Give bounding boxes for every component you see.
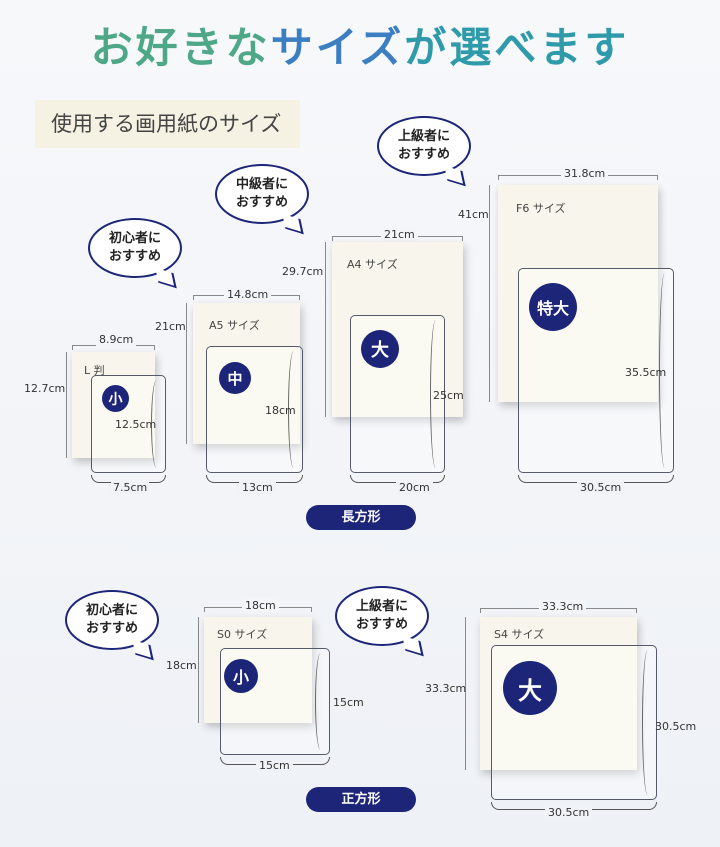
- title-part: サイズ: [270, 23, 405, 72]
- sleeve-height: 25cm: [433, 389, 464, 402]
- paper-name: L 判: [84, 364, 105, 377]
- height-line: [489, 185, 490, 402]
- bubble-text: おすすめ: [108, 249, 161, 264]
- sleeve-height: 30.5cm: [655, 720, 697, 733]
- paper-width: 31.8cm: [561, 167, 609, 180]
- paper-width: 33.3cm: [539, 600, 587, 613]
- paper-name: S0 サイズ: [217, 628, 268, 641]
- paper-height: 33.3cm: [425, 682, 467, 695]
- size-badge: 大: [361, 330, 399, 368]
- sleeve-width: 7.5cm: [111, 481, 150, 494]
- sleeve-width: 20cm: [396, 481, 433, 494]
- bubble-beginner: 初心者におすすめ: [88, 218, 182, 278]
- sleeve-width: 30.5cm: [577, 481, 625, 494]
- paper-height: 21cm: [155, 320, 186, 333]
- size-badge: 中: [219, 362, 251, 394]
- paper-height: 29.7cm: [282, 265, 324, 278]
- bubble-text: おすすめ: [355, 617, 408, 632]
- size-badge: 特大: [529, 283, 577, 331]
- paper-height: 18cm: [166, 659, 197, 672]
- paper-name: S4 サイズ: [494, 628, 545, 641]
- height-line: [186, 303, 187, 444]
- bubble-text: 中級者に: [235, 177, 288, 193]
- paper-name: A4 サイズ: [347, 258, 398, 271]
- sleeve-height: 12.5cm: [115, 418, 157, 431]
- sleeve-height: 35.5cm: [625, 366, 667, 379]
- bubble-text: おすすめ: [85, 621, 138, 636]
- bubble-text: 初心者に: [85, 603, 138, 619]
- sleeve-width: 30.5cm: [545, 806, 593, 819]
- bubble-text: 上級者に: [355, 599, 408, 615]
- title-part: が選べます: [404, 23, 630, 72]
- bubble-text: 上級者に: [397, 129, 450, 145]
- paper-width: 14.8cm: [224, 288, 272, 301]
- section-label: 使用する画用紙のサイズ: [35, 100, 300, 148]
- bubble-text: おすすめ: [397, 147, 450, 162]
- title-part: お好きな: [90, 23, 271, 72]
- category-label-rectangle: 長方形: [306, 505, 416, 530]
- bubble-text: 初心者に: [108, 231, 161, 247]
- paper-height: 12.7cm: [24, 382, 66, 395]
- bubble-intermediate: 中級者におすすめ: [215, 164, 309, 224]
- sleeve-width: 13cm: [239, 481, 276, 494]
- bubble-advanced: 上級者におすすめ: [377, 116, 471, 176]
- paper-width: 8.9cm: [96, 333, 137, 346]
- page-title: お好きなサイズが選べます: [0, 14, 720, 75]
- bubble-beginner-square: 初心者におすすめ: [65, 590, 159, 650]
- sleeve-height: 15cm: [333, 696, 364, 709]
- height-line: [325, 242, 326, 417]
- bubble-text: おすすめ: [235, 195, 288, 210]
- paper-height: 41cm: [458, 208, 489, 221]
- sleeve: [491, 645, 657, 800]
- size-badge: 小: [224, 659, 258, 693]
- size-badge: 小: [102, 385, 129, 412]
- paper-name: F6 サイズ: [516, 202, 566, 215]
- paper-width: 21cm: [381, 228, 418, 241]
- bubble-advanced-square: 上級者におすすめ: [335, 586, 429, 646]
- sleeve-height: 18cm: [265, 404, 296, 417]
- paper-width: 18cm: [242, 599, 279, 612]
- category-label-square: 正方形: [306, 787, 416, 812]
- paper-name: A5 サイズ: [209, 319, 260, 332]
- height-line: [465, 617, 466, 770]
- height-line: [66, 352, 67, 458]
- sleeve-width: 15cm: [256, 759, 293, 772]
- size-badge: 大: [503, 661, 557, 715]
- height-line: [198, 617, 199, 723]
